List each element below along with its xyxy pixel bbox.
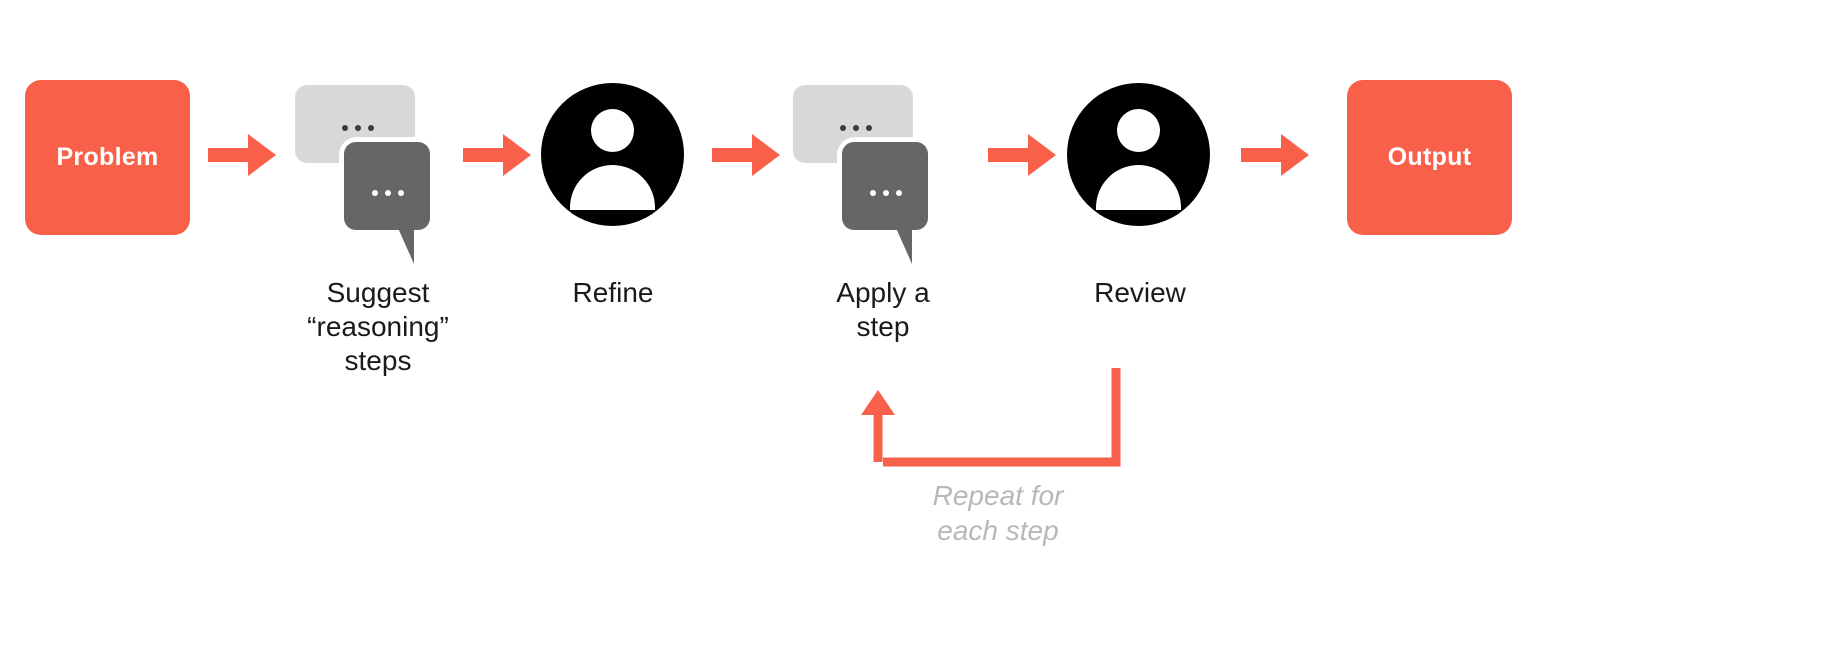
arrow-suggest-to-refine xyxy=(463,134,531,176)
avatar-body-icon xyxy=(570,165,655,210)
arrow-apply-to-review xyxy=(988,134,1056,176)
caption-review: Review xyxy=(1094,277,1186,308)
avatar-body-icon xyxy=(1096,165,1181,210)
node-review-avatar[interactable] xyxy=(1067,83,1210,226)
arrow-problem-to-suggest xyxy=(208,134,276,176)
avatar-head-icon xyxy=(1117,109,1160,152)
caption-suggest: Suggest “reasoning” steps xyxy=(307,277,449,376)
caption-apply: Apply a step xyxy=(836,277,930,342)
bubble-dark-suggest[interactable] xyxy=(339,137,435,264)
node-problem[interactable]: Problem xyxy=(25,80,190,235)
bubble-light-dots xyxy=(840,125,872,131)
arrow-refine-to-apply xyxy=(712,134,780,176)
node-output-label: Output xyxy=(1387,143,1472,171)
node-refine-avatar[interactable] xyxy=(541,83,684,226)
node-problem-label: Problem xyxy=(56,143,159,171)
caption-refine: Refine xyxy=(572,277,654,308)
avatar-head-icon xyxy=(591,109,634,152)
loop-label: Repeat for each step xyxy=(932,480,1064,546)
node-output[interactable]: Output xyxy=(1347,80,1512,235)
bubble-dark-dots xyxy=(870,190,902,196)
bubble-light-dots xyxy=(342,125,374,131)
arrow-review-to-output xyxy=(1241,134,1309,176)
bubble-dark-dots xyxy=(372,190,404,196)
bubble-dark-body xyxy=(344,142,430,230)
bubble-dark-apply[interactable] xyxy=(837,137,933,264)
bubble-dark-tail xyxy=(398,228,414,264)
bubble-dark-body xyxy=(842,142,928,230)
bubble-dark-tail xyxy=(896,228,912,264)
loop-arrow-review-to-apply xyxy=(861,368,1121,467)
